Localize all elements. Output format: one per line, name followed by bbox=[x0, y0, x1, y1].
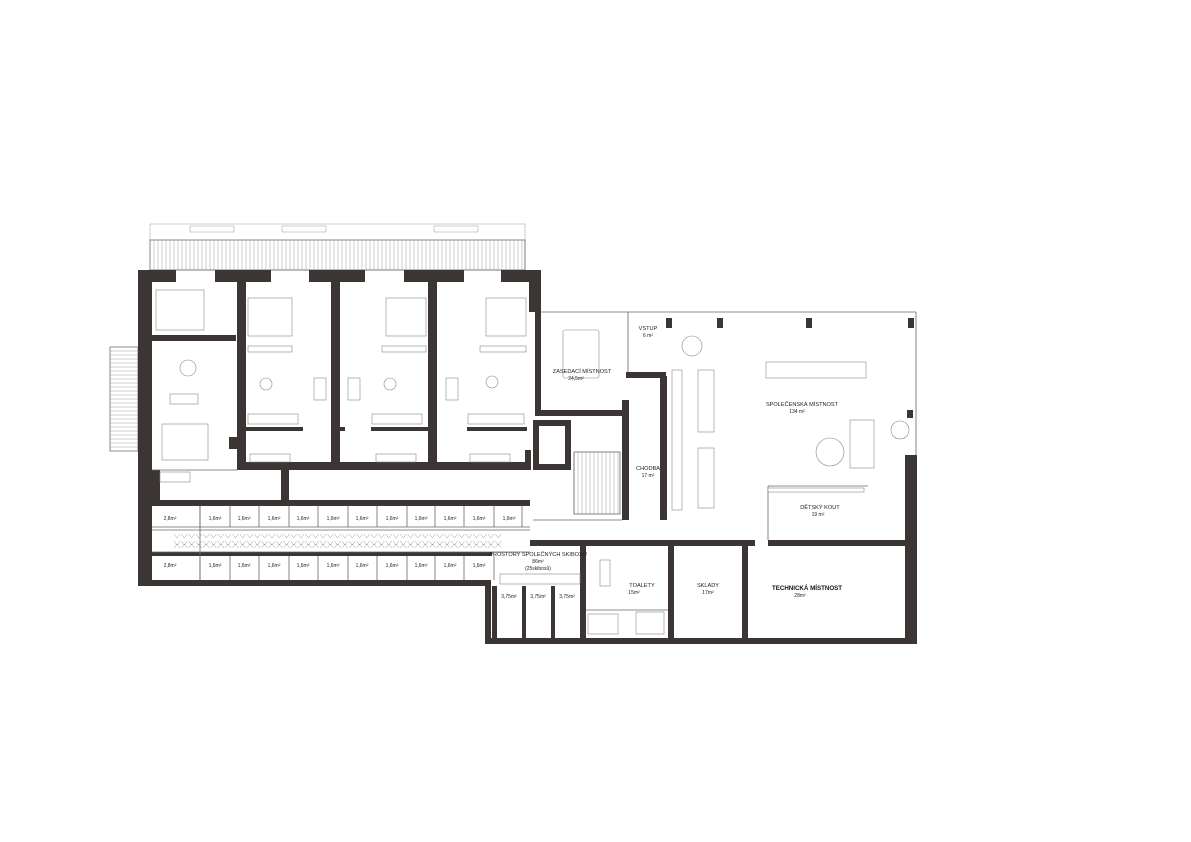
label-detsky-area: 19 m² bbox=[812, 512, 825, 518]
storage-box-label: 3,75m² bbox=[559, 594, 575, 600]
label-zasedaci-name: ZASEDACÍ MÍSTNOST bbox=[553, 368, 612, 375]
skibox-top-label: 1,6m² bbox=[444, 516, 457, 522]
furniture bbox=[155, 289, 910, 635]
skibox-top-label: 1,6m² bbox=[473, 516, 486, 522]
label-technicka-area: 28m² bbox=[794, 593, 806, 599]
label-toalety-area: 15m² bbox=[628, 590, 640, 596]
label-skiboxy-area: 86m² bbox=[532, 559, 544, 565]
label-skiboxy-note: (25skiboxů) bbox=[525, 565, 551, 572]
skibox-bottom-label: 1,6m² bbox=[297, 563, 310, 569]
label-spolecenska-name: SPOLEČENSKÁ MÍSTNOST bbox=[766, 401, 839, 408]
skibox-top-label: 1,6m² bbox=[356, 516, 369, 522]
label-zasedaci-area: 24,5m² bbox=[568, 376, 584, 382]
label-sklady-name: SKLADY bbox=[697, 583, 719, 589]
label-toalety-name: TOALETY bbox=[629, 583, 655, 589]
skibox-top-label: 1,6m² bbox=[415, 516, 428, 522]
skibox-bottom-label: 1,6m² bbox=[268, 563, 281, 569]
skibox-top-label: 1,6m² bbox=[386, 516, 399, 522]
skibox-bottom-label: 1,6m² bbox=[238, 563, 251, 569]
skibox-top-label: 1,6m² bbox=[327, 516, 340, 522]
label-chodba-area: 17 m² bbox=[642, 473, 655, 479]
label-skiboxy-name: PROSTORY SPOLEČNÝCH SKIBOXŮ bbox=[489, 551, 587, 558]
skibox-bottom-label: 1,6m² bbox=[444, 563, 457, 569]
skibox-bottom-label: 1,6m² bbox=[386, 563, 399, 569]
skibox-top-label: 1,6m² bbox=[238, 516, 251, 522]
skibox-top-label: 2,8m² bbox=[164, 516, 177, 522]
partitions bbox=[152, 311, 917, 611]
walls bbox=[138, 270, 917, 644]
skibox-bottom-label: 1,6m² bbox=[356, 563, 369, 569]
skibox-top-label: 1,6m² bbox=[209, 516, 222, 522]
skibox-bottom-label: 1,6m² bbox=[209, 563, 222, 569]
label-spolecenska-area: 134 m² bbox=[789, 409, 805, 415]
terrace bbox=[149, 223, 526, 271]
skibox-bottom-label: 1,6m² bbox=[415, 563, 428, 569]
skibox-bottom-label: 1,6m² bbox=[327, 563, 340, 569]
label-sklady-area: 17m² bbox=[702, 590, 714, 596]
label-vstup-name: VSTUP bbox=[639, 326, 658, 332]
skibox-top-label: 1,6m² bbox=[503, 516, 516, 522]
skibox-bottom-label: 1,6m² bbox=[473, 563, 486, 569]
skibox-top-label: 1,6m² bbox=[268, 516, 281, 522]
storage-box-label: 3,75m² bbox=[501, 594, 517, 600]
label-chodba-name: CHODBA bbox=[636, 466, 660, 472]
skibox-top-label: 1,6m² bbox=[297, 516, 310, 522]
skibox-bottom-label: 2,8m² bbox=[164, 563, 177, 569]
room-labels: ZASEDACÍ MÍSTNOST 24,5m² VSTUP 6 m² SPOL… bbox=[489, 326, 842, 599]
storage-box-label: 3,75m² bbox=[530, 594, 546, 600]
label-vstup-area: 6 m² bbox=[643, 333, 653, 339]
label-technicka-name: TECHNICKÁ MÍSTNOST bbox=[772, 584, 842, 592]
staircase bbox=[573, 451, 621, 515]
label-detsky-name: DĚTSKÝ KOUT bbox=[800, 503, 840, 511]
skibox-labels: 2,8m² 1,6m² 1,6m² 1,6m² 1,6m² 1,6m² 1,6m² 1,6m²… bbox=[164, 516, 576, 600]
skibox-grid bbox=[173, 506, 523, 580]
west-balcony bbox=[109, 346, 139, 452]
